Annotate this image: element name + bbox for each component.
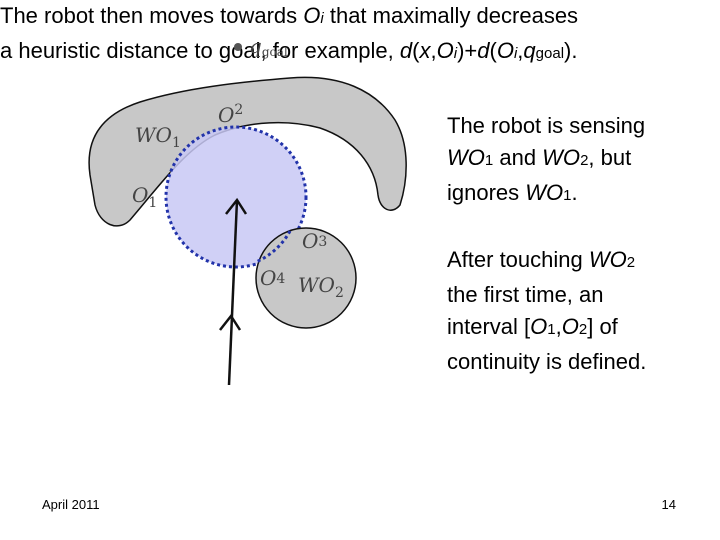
label-o1: O1 <box>132 183 157 211</box>
bottom-line-2: a heuristic distance to goal, for exampl… <box>0 38 578 63</box>
page-number: 14 <box>661 497 676 512</box>
label-o2: O2 <box>218 102 243 127</box>
robot-path <box>227 199 239 386</box>
label-o4: O4 <box>260 266 285 290</box>
sensing-line-3: ignores WO1. <box>447 180 578 205</box>
label-wo2: WO2 <box>298 273 344 301</box>
sensing-line-1: The robot is sensing <box>447 113 646 138</box>
path-arrowhead-top <box>225 197 248 215</box>
sensing-line-2: WO1 and WO2, but <box>447 145 632 170</box>
label-wo1: WO1 <box>135 123 181 151</box>
bottom-description: The robot then moves towards Oi that max… <box>0 0 660 70</box>
label-o3: O3 <box>302 229 327 253</box>
sensing-range <box>164 125 308 269</box>
sensing-description: The robot is sensing WO1 and WO2, but ig… <box>447 110 707 212</box>
sensed-arc-wo2 <box>255 230 292 264</box>
goal-point <box>234 43 242 51</box>
touch-line-3: interval [O1,O2] of <box>447 314 618 339</box>
goal-label: qgoal <box>249 34 288 59</box>
touch-line-4: continuity is defined. <box>447 349 647 374</box>
touch-line-1: After touching WO2 <box>447 247 636 272</box>
navigation-diagram: qgoal O2 WO1 O1 O3 O4 WO2 <box>88 34 407 386</box>
touch-line-2: the first time, an <box>447 282 604 307</box>
touch-description: After touching WO2 the first time, an in… <box>447 244 707 378</box>
footer-date: April 2011 <box>42 497 100 512</box>
path-arrowhead-mid <box>219 313 242 331</box>
obstacle-wo2 <box>255 227 357 329</box>
bottom-line-1: The robot then moves towards Oi that max… <box>0 3 579 28</box>
